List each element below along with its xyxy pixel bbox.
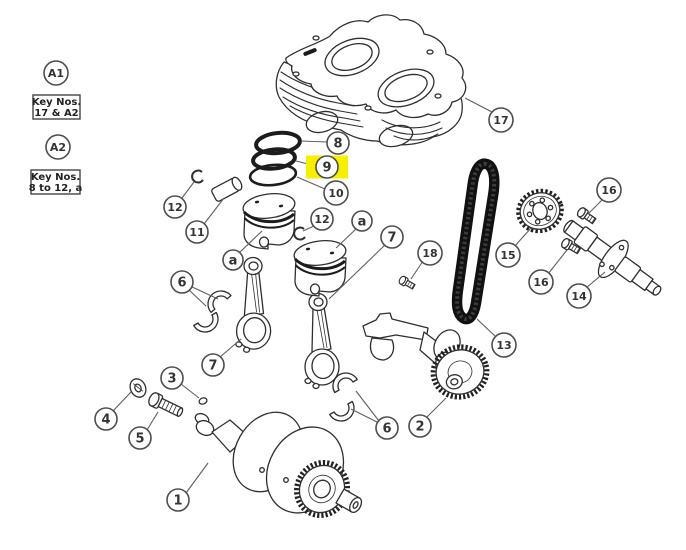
piston-pin-drawing [211, 176, 243, 202]
callout-2[interactable]: 2 [408, 414, 432, 438]
callout-16[interactable]: 16 [596, 177, 622, 203]
crank-bolt-drawing [148, 392, 184, 417]
svg-text:a: a [358, 215, 367, 230]
callout-6[interactable]: 6 [375, 416, 399, 440]
crankshaft-drawing [194, 411, 363, 519]
key-part-drawing [198, 397, 208, 405]
key-box-2-line2: 8 to 12, a [29, 183, 83, 194]
key-box-1-line2: 17 & A2 [34, 108, 78, 119]
callout-7[interactable]: 7 [201, 353, 225, 377]
key-box-2: Key Nos. 8 to 12, a [29, 169, 83, 195]
svg-text:15: 15 [500, 249, 515, 262]
svg-text:5: 5 [135, 432, 144, 447]
piston-rings-drawing [248, 130, 302, 187]
callout-1[interactable]: 1 [166, 488, 190, 512]
key-box-1-line1: Key Nos. [32, 97, 81, 108]
callout-4[interactable]: 4 [94, 407, 118, 431]
cam-bolt-top-drawing [575, 205, 598, 226]
balancer-shaft-drawing [362, 312, 490, 400]
svg-text:a: a [229, 254, 238, 269]
svg-text:9: 9 [322, 161, 331, 176]
svg-text:16: 16 [601, 184, 617, 197]
callout-13[interactable]: 13 [491, 332, 517, 358]
svg-text:A2: A2 [50, 141, 66, 154]
callout-15[interactable]: 15 [495, 242, 521, 268]
svg-text:2: 2 [415, 420, 424, 435]
circlip-left-drawing [191, 169, 204, 184]
svg-text:14: 14 [571, 290, 587, 303]
svg-text:6: 6 [177, 276, 186, 291]
timing-chain-drawing [451, 158, 500, 325]
callout-17[interactable]: 17 [488, 107, 514, 133]
piston-left-drawing [240, 189, 298, 251]
key-box-1: Key Nos. 17 & A2 [32, 94, 81, 120]
callout-12[interactable]: 12 [163, 195, 187, 219]
callout-11[interactable]: 11 [185, 220, 209, 244]
callout-3[interactable]: 3 [160, 366, 184, 390]
circlip-right-drawing [293, 226, 306, 241]
svg-text:8: 8 [333, 137, 342, 152]
ref-a2: A2 [45, 134, 71, 160]
callout-14[interactable]: 14 [566, 283, 592, 309]
cylinder-block-drawing [275, 14, 467, 148]
ref-a1: A1 [43, 60, 69, 86]
leader-lines-layer [112, 97, 606, 494]
bearing-shells-upper-drawing [193, 285, 232, 338]
callout-a[interactable]: a [351, 210, 373, 232]
connecting-rod-left-drawing [234, 256, 276, 355]
svg-text:12: 12 [167, 201, 182, 214]
cam-sprocket-drawing [516, 188, 564, 234]
svg-text:6: 6 [382, 422, 391, 437]
callout-7[interactable]: 7 [380, 225, 404, 249]
svg-text:11: 11 [189, 226, 204, 239]
svg-text:17: 17 [493, 114, 508, 127]
camshaft-drawing [563, 219, 662, 296]
svg-text:12: 12 [314, 213, 329, 226]
svg-text:7: 7 [387, 231, 396, 246]
callout-5[interactable]: 5 [128, 426, 152, 450]
connecting-rod-right-drawing [304, 292, 340, 390]
callout-18[interactable]: 18 [417, 240, 443, 266]
svg-text:7: 7 [208, 359, 217, 374]
callout-16[interactable]: 16 [528, 269, 554, 295]
svg-text:3: 3 [167, 372, 176, 387]
svg-text:1: 1 [173, 494, 182, 509]
svg-text:13: 13 [496, 339, 511, 352]
svg-text:10: 10 [328, 187, 344, 200]
key-box-2-line1: Key Nos. [31, 172, 80, 183]
callout-8[interactable]: 8 [326, 131, 350, 155]
callout-9[interactable]: 9 [306, 155, 348, 179]
callout-a[interactable]: a [222, 249, 244, 271]
callout-10[interactable]: 10 [323, 180, 349, 206]
callout-6[interactable]: 6 [170, 270, 194, 294]
washer-drawing [129, 378, 147, 398]
svg-text:A1: A1 [48, 67, 64, 80]
piston-right-drawing [291, 236, 349, 298]
callout-12[interactable]: 12 [310, 207, 334, 231]
svg-text:18: 18 [422, 247, 437, 260]
balancer-bolt-drawing [397, 274, 417, 292]
svg-text:16: 16 [533, 276, 549, 289]
svg-text:4: 4 [101, 413, 110, 428]
